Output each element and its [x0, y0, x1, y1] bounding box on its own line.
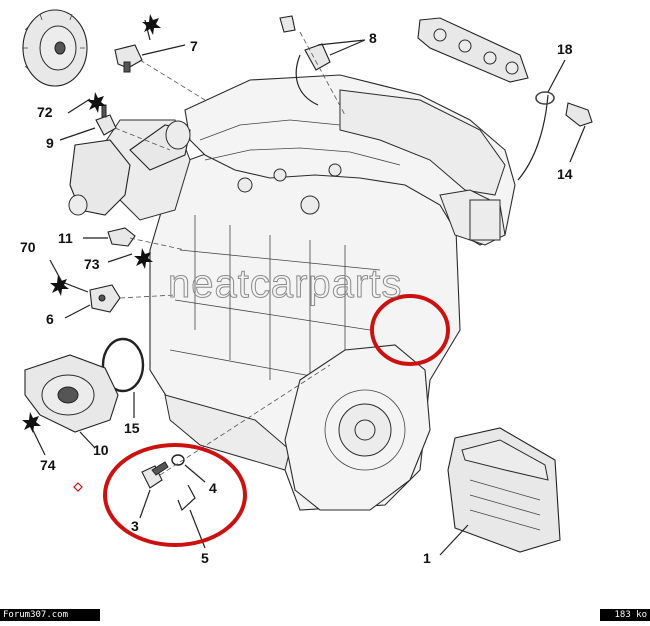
- star-marker-group: [22, 14, 161, 433]
- part-label-11: 11: [58, 230, 73, 246]
- part-11-sensor: [107, 227, 136, 247]
- part-18-oring: [535, 91, 555, 105]
- part-8-sensor: [279, 15, 331, 106]
- part-label-72: 72: [37, 104, 53, 120]
- part-6-sensor: [89, 284, 121, 313]
- highlight-circle-block-sensor: [370, 294, 450, 366]
- part-14-sensor: [565, 102, 593, 127]
- cam-pulley-part: [22, 9, 88, 87]
- footer-source: Forum307.com: [0, 609, 100, 621]
- part-4-oring: [171, 454, 185, 466]
- part-label-14: 14: [557, 166, 573, 182]
- engine-block: [99, 74, 516, 511]
- part-label-10: 10: [93, 442, 109, 458]
- part-label-7: 7: [190, 38, 198, 54]
- part-1-ecu: [447, 427, 561, 553]
- part-label-15: 15: [124, 420, 140, 436]
- part-3-sensor: [141, 461, 169, 489]
- part-label-73: 73: [84, 256, 100, 272]
- part-10-throttle-body: [24, 354, 119, 433]
- part-label-3: 3: [131, 518, 139, 534]
- part-7-sensor: [114, 44, 143, 73]
- highlight-circle-crank-sensor: [103, 443, 247, 547]
- watermark-text: neatcarparts: [167, 262, 403, 307]
- part-label-4: 4: [209, 480, 217, 496]
- part-label-1: 1: [423, 550, 431, 566]
- thermostat-housing-part: [68, 120, 191, 216]
- part-label-70: 70: [20, 239, 36, 255]
- part-label-5: 5: [201, 550, 209, 566]
- part-label-18: 18: [557, 41, 573, 57]
- fuel-rail-part: [417, 17, 549, 181]
- part-label-9: 9: [46, 135, 54, 151]
- footer-size: 183 ko: [600, 609, 650, 621]
- part-label-6: 6: [46, 311, 54, 327]
- part-label-74: 74: [40, 457, 56, 473]
- part-5-clip: [177, 484, 196, 512]
- part-15-gasket: [101, 337, 145, 393]
- part-label-8: 8: [369, 30, 377, 46]
